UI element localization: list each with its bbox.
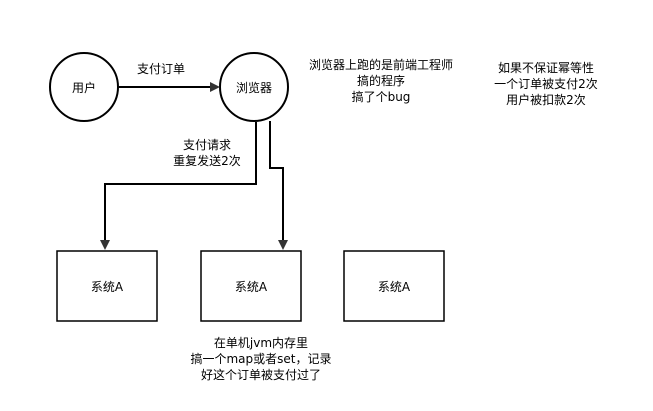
frontend-bug-line-1: 浏览器上跑的是前端工程师: [308, 58, 453, 72]
frontend-bug-line-3: 搞了个bug: [351, 90, 411, 104]
jvm-memory-note: 在单机jvm内存里 搞一个map或者set，记录 好这个订单被支付过了: [181, 335, 341, 383]
jvm-memory-line-2: 搞一个map或者set，记录: [190, 352, 332, 366]
idempotency-note: 如果不保证幂等性 一个订单被支付2次 用户被扣款2次: [476, 60, 616, 108]
browser-node-label: 浏览器: [236, 80, 272, 95]
system-a-box-1: [56, 250, 158, 322]
frontend-bug-note: 浏览器上跑的是前端工程师 搞的程序 搞了个bug: [296, 57, 466, 105]
idempotency-line-1: 如果不保证幂等性: [497, 61, 594, 75]
pay-request-arrow-1: [100, 122, 257, 250]
frontend-bug-line-2: 搞的程序: [356, 74, 405, 88]
system-a-label-3: 系统A: [378, 280, 411, 294]
idempotency-line-2: 一个订单被支付2次: [494, 77, 598, 91]
jvm-memory-line-3: 好这个订单被支付过了: [200, 368, 321, 382]
idempotency-line-3: 用户被扣款2次: [506, 93, 586, 107]
system-a-box-2: [200, 250, 302, 322]
system-a-label-2: 系统A: [235, 280, 268, 294]
pay-request-line-1: 支付请求: [182, 138, 231, 152]
pay-request-arrow-2: [269, 121, 288, 250]
user-node-label: 用户: [72, 80, 96, 95]
pay-order-label: 支付订单: [137, 62, 185, 76]
pay-request-label: 支付请求 重复发送2次: [172, 137, 242, 169]
pay-request-line-2: 重复发送2次: [173, 154, 241, 168]
system-a-box-3: [343, 250, 445, 322]
user-node: [49, 52, 119, 122]
jvm-memory-line-1: 在单机jvm内存里: [213, 336, 309, 350]
browser-node: [219, 52, 289, 122]
system-a-label-1: 系统A: [91, 280, 124, 294]
